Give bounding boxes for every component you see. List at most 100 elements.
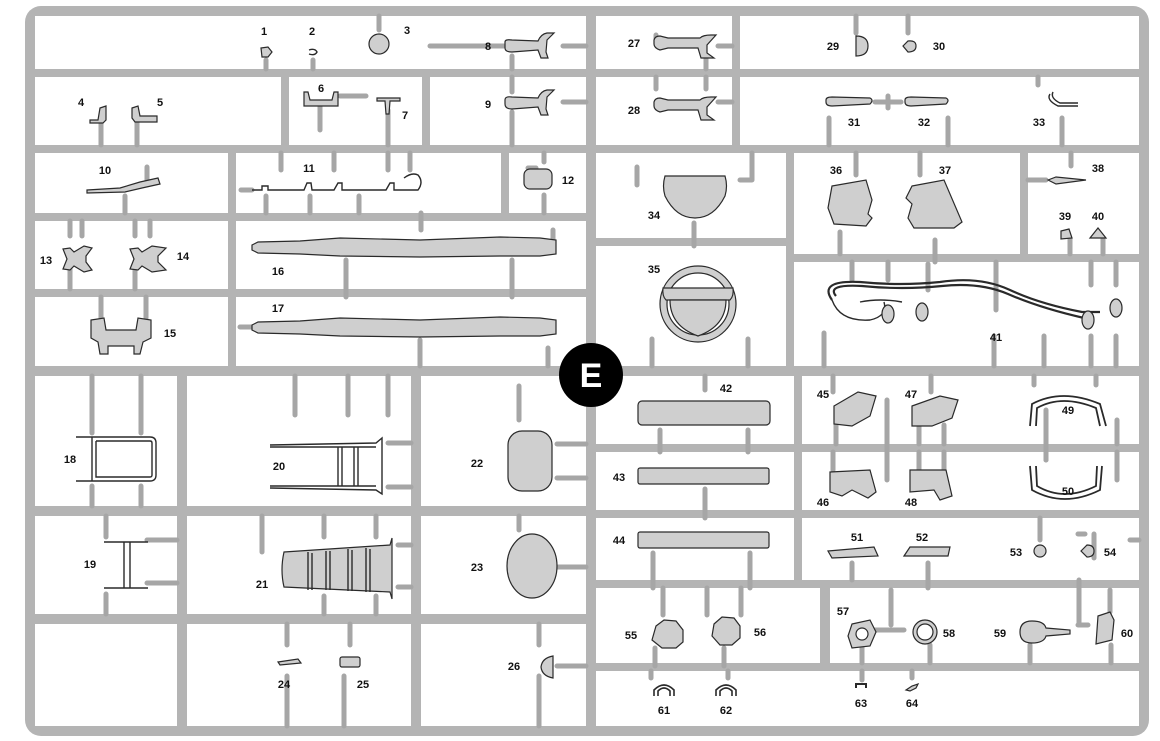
part-shape <box>1019 620 1071 644</box>
part-label: 5 <box>157 97 163 109</box>
part-label: 59 <box>994 628 1006 640</box>
part-shape <box>307 548 371 592</box>
part-shape <box>653 34 718 59</box>
cell <box>187 624 411 726</box>
part-shape <box>1080 544 1095 558</box>
part-label: 39 <box>1059 211 1071 223</box>
sprue-cells <box>35 16 1139 726</box>
part-shape <box>376 97 401 115</box>
cell <box>289 77 422 145</box>
part-label: 7 <box>402 110 408 122</box>
cell <box>740 16 1139 69</box>
sprue-gates <box>67 13 1142 729</box>
cell <box>187 376 411 506</box>
part-shape <box>669 299 727 337</box>
part-labels: 1 2 3 4 5 6 7 8 9 10 11 12 13 14 15 16 1… <box>40 25 1133 717</box>
cell <box>35 153 228 213</box>
part-label: 38 <box>1092 163 1104 175</box>
cell <box>430 77 586 145</box>
part-shape <box>911 395 959 427</box>
part-label: 49 <box>1062 405 1074 417</box>
part-shape <box>653 684 675 696</box>
part-label: 46 <box>817 497 829 509</box>
part-label: 30 <box>933 41 945 53</box>
part-shape <box>881 304 895 324</box>
part-shape <box>1048 91 1078 107</box>
part-label: 63 <box>855 698 867 710</box>
part-label: 32 <box>918 117 930 129</box>
part-label: 3 <box>404 25 410 37</box>
part-shape <box>252 173 422 191</box>
part-label: 14 <box>177 251 190 263</box>
part-label: 26 <box>508 661 520 673</box>
part-label: 8 <box>485 41 491 53</box>
part-label: 47 <box>905 389 917 401</box>
cell <box>421 376 586 506</box>
part-label: 48 <box>905 497 917 509</box>
part-label: 33 <box>1033 117 1045 129</box>
part-label: 19 <box>84 559 96 571</box>
part-label: 40 <box>1092 211 1104 223</box>
part-label: 9 <box>485 99 491 111</box>
part-shape <box>715 684 737 696</box>
part-label: 28 <box>628 105 640 117</box>
part-shape <box>1029 395 1107 427</box>
part-label: 21 <box>256 579 268 591</box>
part-shape <box>904 682 920 692</box>
part-label: 44 <box>613 535 626 547</box>
part-shape <box>62 245 94 273</box>
part-shape <box>129 245 168 273</box>
part-shape <box>368 33 390 55</box>
part-shape <box>86 177 161 194</box>
part-shape <box>651 619 684 649</box>
part-label: 43 <box>613 472 625 484</box>
part-shape <box>915 302 929 322</box>
part-shape <box>251 236 557 258</box>
part-label: 60 <box>1121 628 1133 640</box>
cell <box>740 77 1139 145</box>
part-shape <box>827 279 1100 320</box>
part-shape <box>1088 227 1108 239</box>
part-shape <box>1033 544 1047 558</box>
part-shapes <box>62 32 1123 696</box>
part-label: 37 <box>939 165 951 177</box>
part-shape <box>506 533 558 599</box>
part-label: 29 <box>827 41 839 53</box>
part-shape <box>504 32 556 59</box>
part-label: 35 <box>648 264 660 276</box>
part-label: 31 <box>848 117 860 129</box>
cell <box>830 588 1139 663</box>
part-shape <box>905 179 963 229</box>
part-label: 27 <box>628 38 640 50</box>
part-shape <box>507 430 553 492</box>
part-label: 11 <box>303 163 315 175</box>
part-label: 53 <box>1010 547 1022 559</box>
part-shape <box>90 317 152 355</box>
part-label: 17 <box>272 303 284 315</box>
part-shape <box>827 179 873 227</box>
part-label: 42 <box>720 383 732 395</box>
cell <box>35 624 177 726</box>
cell <box>236 153 501 213</box>
part-label: 58 <box>943 628 955 640</box>
part-shape <box>637 531 770 549</box>
part-shape <box>303 91 339 107</box>
part-shape <box>1095 611 1115 645</box>
part-label: 36 <box>830 165 842 177</box>
part-shape <box>637 467 770 485</box>
cell <box>1028 153 1139 254</box>
cell <box>596 518 794 580</box>
part-shape <box>308 48 318 56</box>
part-shape <box>662 175 728 219</box>
part-shape <box>504 89 556 116</box>
part-shape <box>825 96 873 107</box>
part-shape <box>89 105 107 124</box>
sprue-badge: E <box>559 343 623 407</box>
part-shape <box>131 105 158 123</box>
part-label: 64 <box>906 698 919 710</box>
cell <box>421 624 586 726</box>
part-shape <box>523 168 553 190</box>
part-label: 4 <box>78 97 85 109</box>
part-label: 57 <box>837 606 849 618</box>
